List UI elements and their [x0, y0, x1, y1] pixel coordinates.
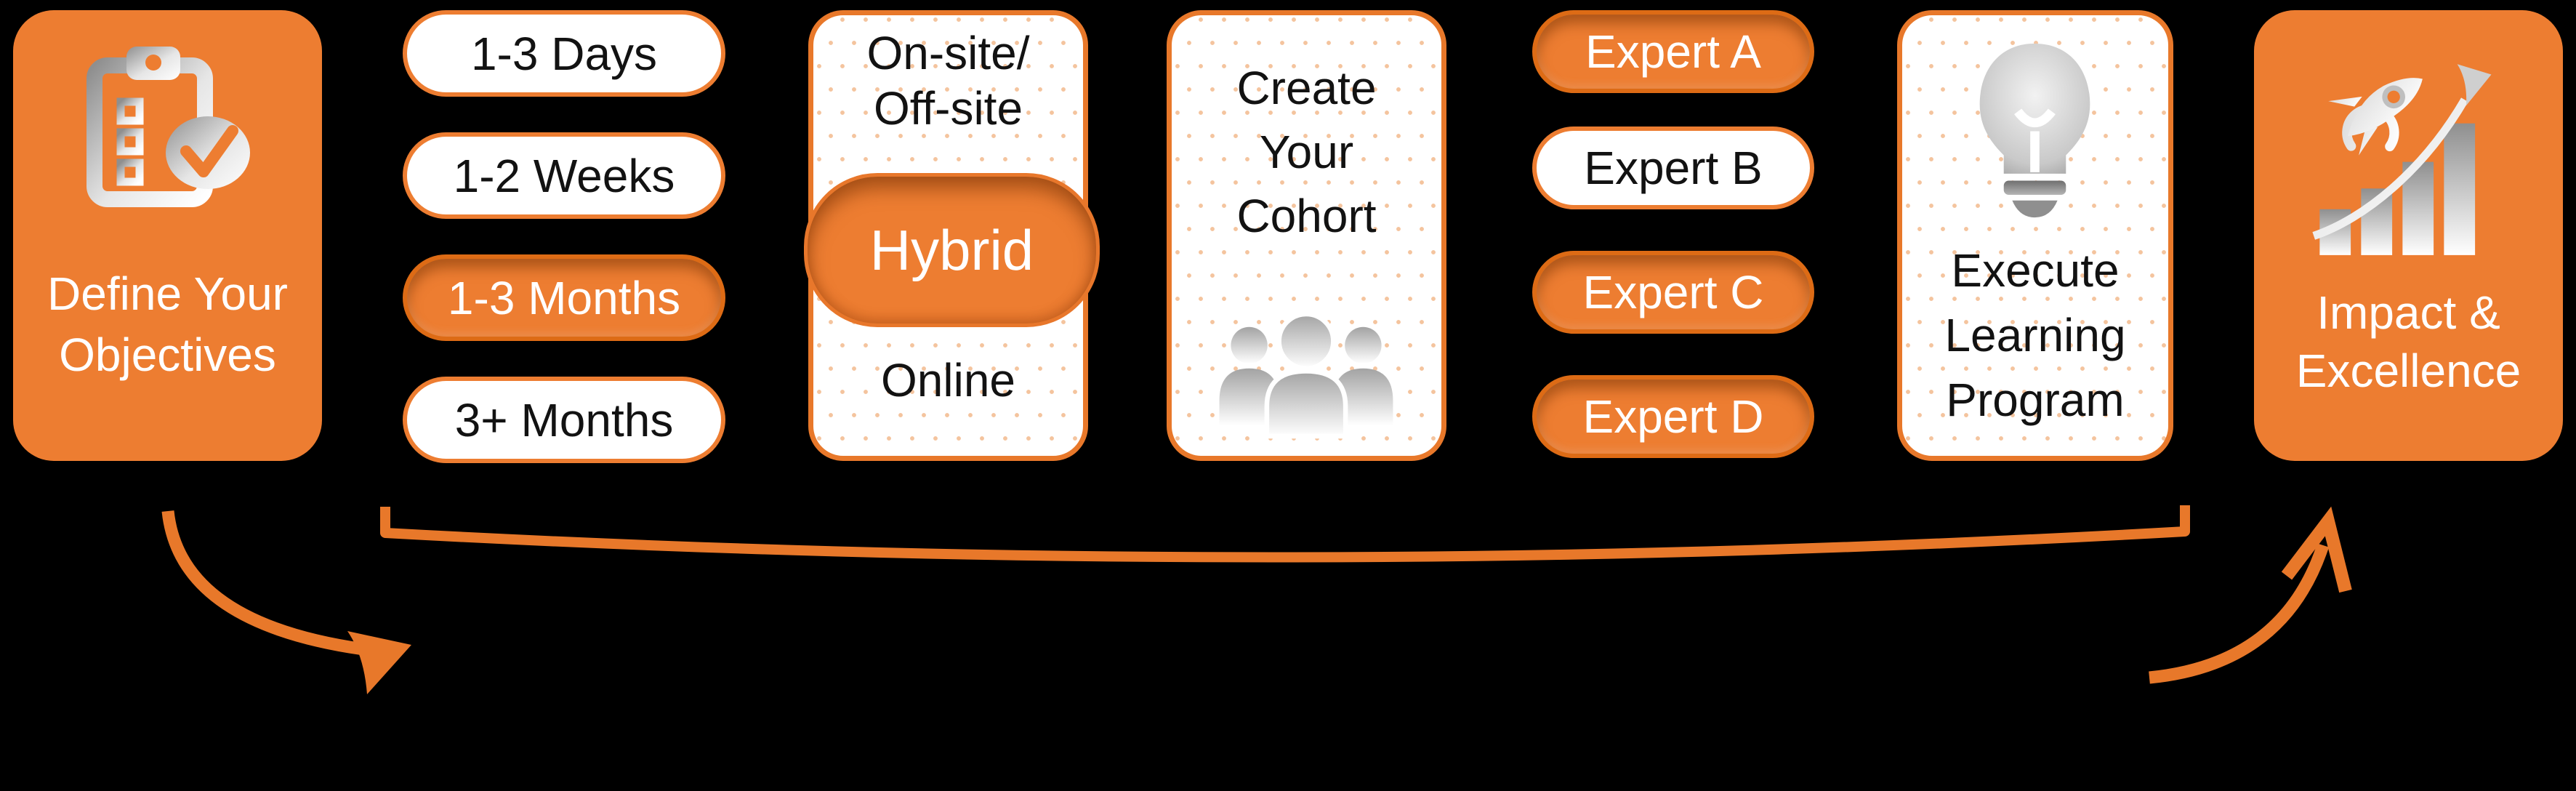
span-bracket: [380, 505, 2190, 563]
step-title: Impact & Excellence: [2254, 284, 2563, 400]
clipboard-check-icon: [86, 47, 250, 207]
option-expert-c-selected[interactable]: Expert C: [1532, 251, 1814, 334]
rocket-growth-icon: [2312, 64, 2492, 255]
step-title: Define Your Objectives: [13, 263, 322, 385]
step-card-modality: On-site/ Off-site Hybrid Online: [804, 10, 1100, 461]
option-duration-1-2-weeks[interactable]: 1-2 Weeks: [403, 132, 725, 219]
step-title-line: Impact &: [2317, 286, 2500, 339]
curved-arrow-up-icon: [2149, 506, 2352, 684]
step-title-line: Learning: [1944, 309, 2126, 361]
step-title-line: Your: [1259, 126, 1354, 178]
step-title-line: Cohort: [1236, 190, 1377, 242]
step-card-impact-excellence: Impact & Excellence: [2254, 10, 2563, 461]
step-title: Create Your Cohort: [1172, 56, 1441, 248]
option-duration-1-3-days[interactable]: 1-3 Days: [403, 10, 725, 97]
step-title-line: Program: [1946, 374, 2125, 426]
option-duration-1-3-months-selected[interactable]: 1-3 Months: [403, 254, 725, 341]
step-title-line: Excellence: [2295, 345, 2521, 397]
step-title-line: Execute: [1951, 244, 2120, 297]
option-hybrid-selected[interactable]: Hybrid: [804, 173, 1100, 327]
option-onsite-offsite[interactable]: On-site/ Off-site: [866, 27, 1030, 134]
step-card-create-cohort: Create Your Cohort: [1167, 10, 1446, 461]
option-expert-b[interactable]: Expert B: [1532, 127, 1814, 209]
option-expert-a-selected[interactable]: Expert A: [1532, 10, 1814, 93]
lightbulb-icon: [1979, 43, 2090, 218]
option-expert-d-selected[interactable]: Expert D: [1532, 375, 1814, 458]
step-card-execute-program: Execute Learning Program: [1897, 10, 2173, 461]
step-card-define-objectives: Define Your Objectives: [13, 10, 322, 461]
option-duration-3-plus-months[interactable]: 3+ Months: [403, 377, 725, 463]
step-title-line: Objectives: [59, 329, 276, 381]
step-title-line: Define Your: [47, 268, 288, 320]
step-title: Execute Learning Program: [1902, 238, 2168, 433]
people-icon: [1219, 311, 1393, 439]
step-title-line: Create: [1236, 62, 1377, 114]
curved-arrow-down-icon: [161, 510, 411, 694]
option-online[interactable]: Online: [881, 354, 1015, 406]
